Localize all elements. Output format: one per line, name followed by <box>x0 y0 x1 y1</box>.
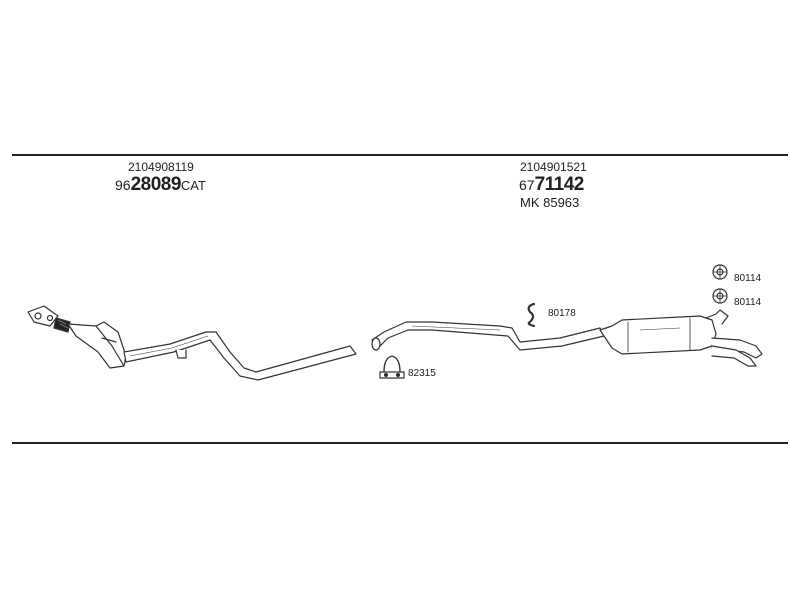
front-pipe-icon <box>123 331 357 381</box>
tailpipes-icon <box>711 337 763 367</box>
right-mk-number: MK 85963 <box>520 195 580 210</box>
clamp-label: 82315 <box>408 368 436 379</box>
front-flange-icon <box>27 305 59 327</box>
right-part-number: 6771142 <box>519 174 584 196</box>
catalytic-converter-icon <box>67 321 127 369</box>
mount-upper-icon <box>712 264 728 280</box>
intermediate-pipe-icon <box>371 321 605 351</box>
left-part-number: 9628089CAT <box>115 174 206 196</box>
right-oe-number: 2104901521 <box>520 160 587 174</box>
left-part-main: 28089 <box>130 174 182 195</box>
left-part-prefix: 96 <box>115 177 131 193</box>
right-part-prefix: 67 <box>519 177 535 193</box>
left-oe-number: 2104908119 <box>128 160 194 174</box>
mount-lower-icon <box>712 288 728 304</box>
mount-lower-label: 80114 <box>734 297 762 308</box>
left-part-suffix: CAT <box>180 178 206 193</box>
flex-pipe-icon <box>53 317 71 333</box>
mount-upper-label: 80114 <box>734 273 762 284</box>
top-divider-line <box>12 154 788 156</box>
bottom-divider-line <box>12 442 788 444</box>
right-part-main: 71142 <box>534 174 585 195</box>
clamp-icon <box>379 355 405 379</box>
hanger-label: 80178 <box>548 308 576 319</box>
rear-silencer-icon <box>599 309 729 355</box>
rubber-hanger-icon <box>527 302 536 328</box>
